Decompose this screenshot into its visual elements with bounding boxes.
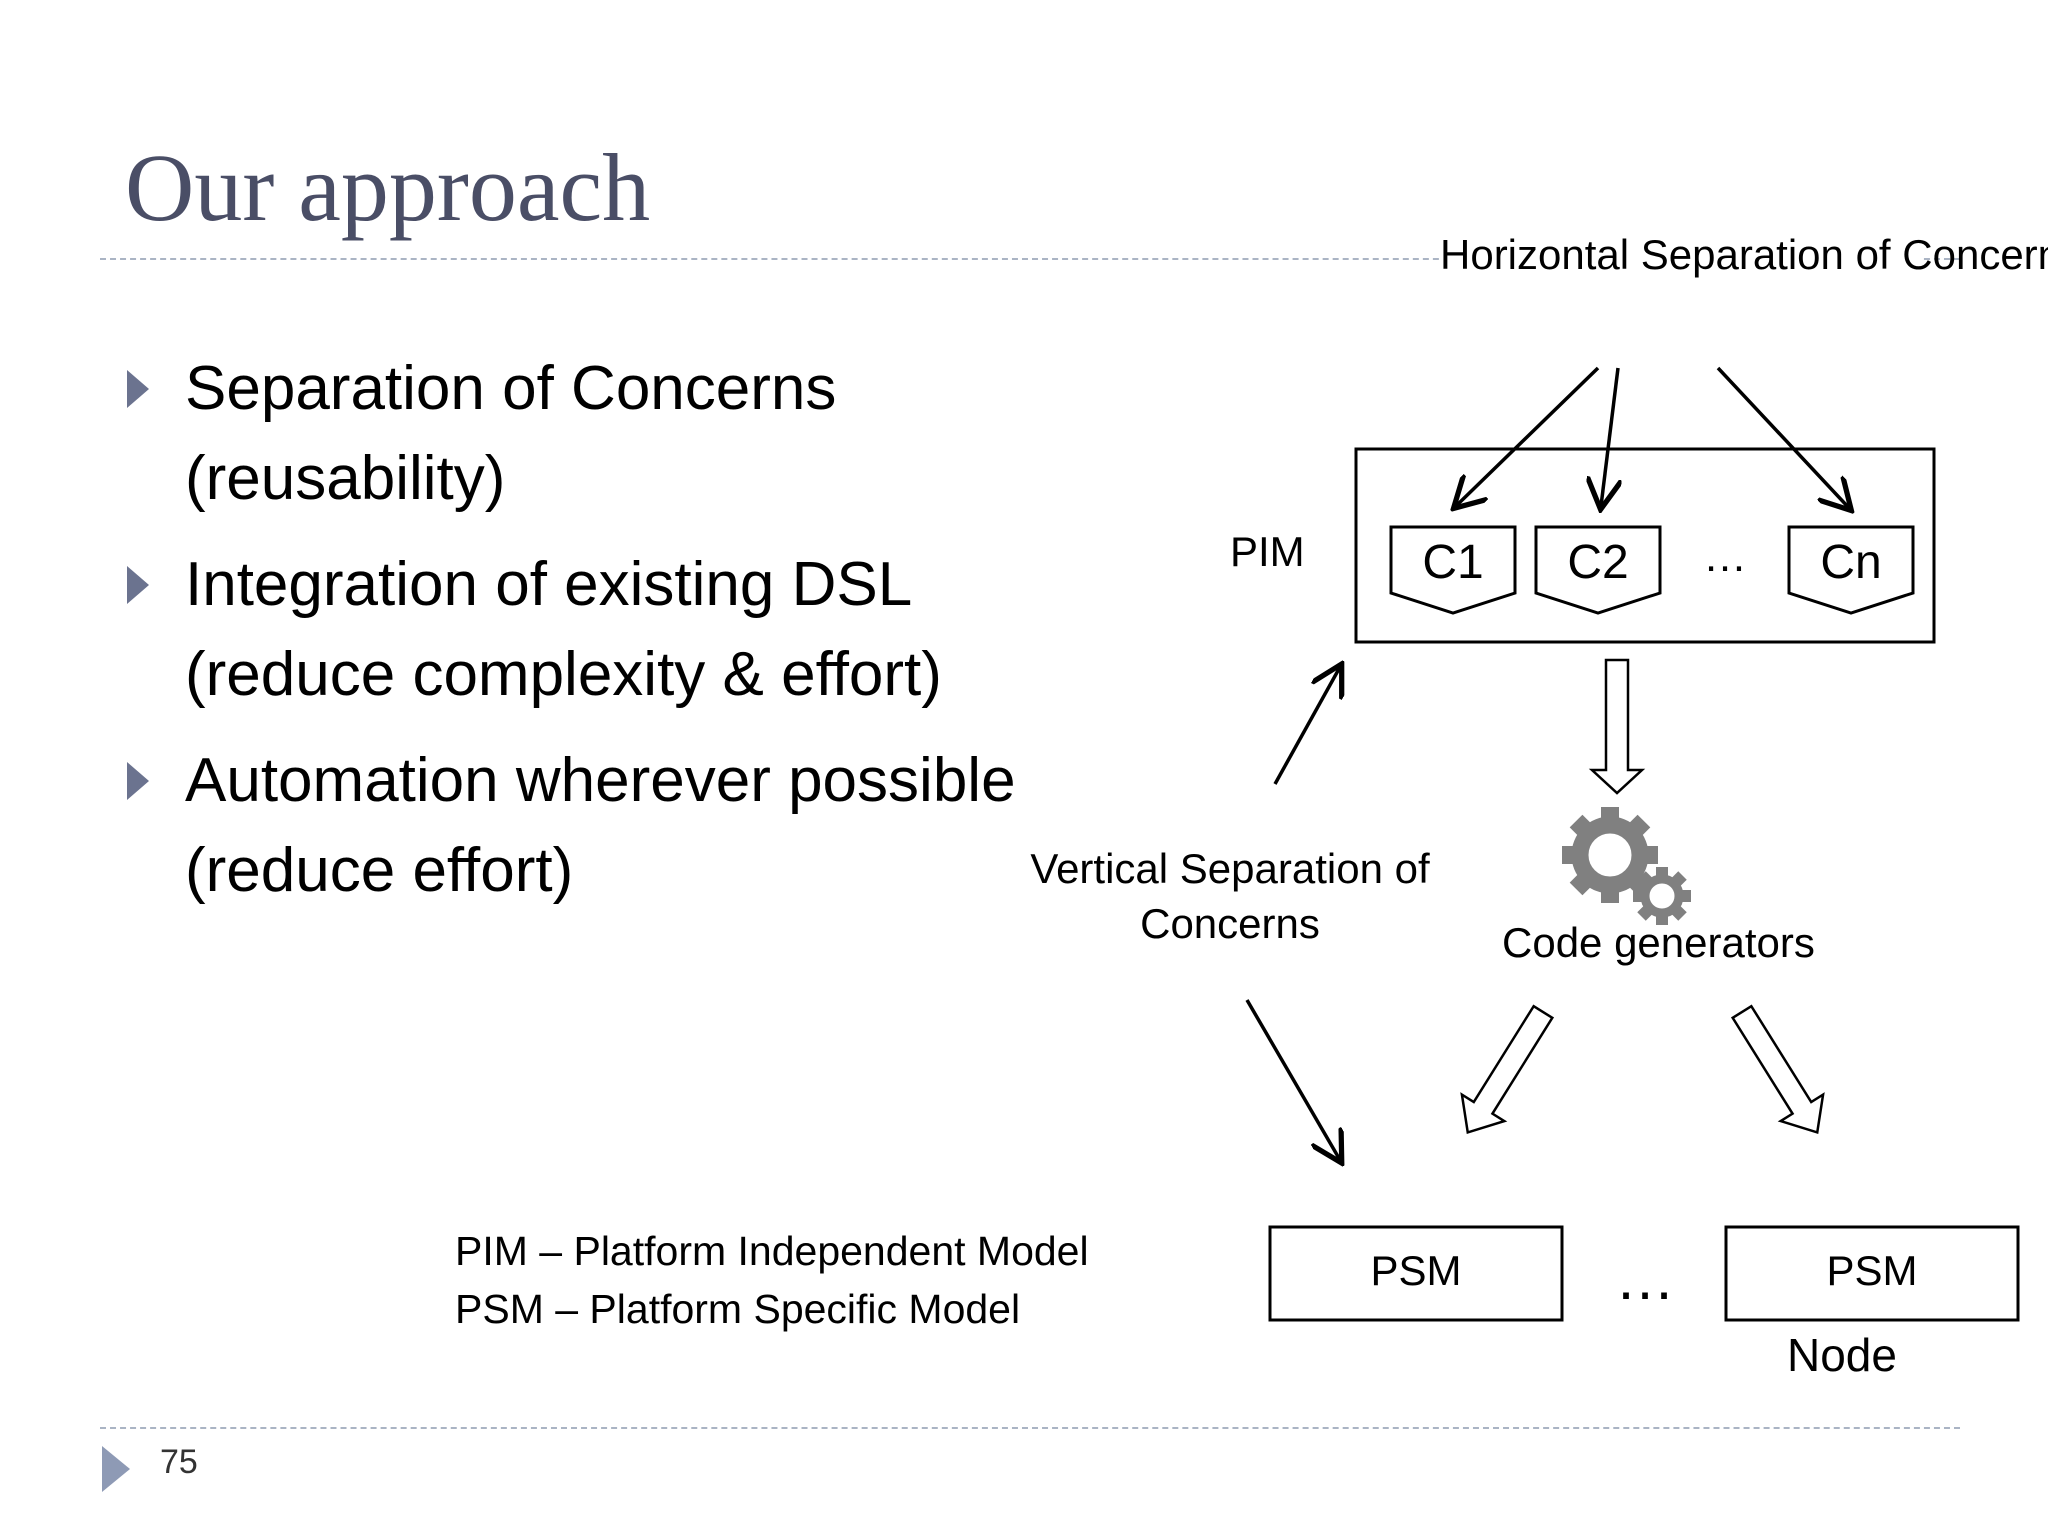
node-label: Node — [1787, 1329, 1897, 1381]
psm-box-right — [1724, 1225, 2020, 1322]
concern-cn-label: Cn — [1820, 536, 1882, 589]
hollow-arrow-to-generators — [1588, 658, 1646, 795]
psm-left-label: PSM — [1370, 1247, 1462, 1294]
arrow-to-c2 — [1601, 367, 1618, 506]
bullet-marker-icon — [127, 566, 149, 604]
concern-c2-shape — [1534, 525, 1662, 615]
hollow-arrow-to-psm-left — [1460, 1004, 1555, 1135]
footer-triangle-icon — [102, 1446, 130, 1492]
bullet-list: Separation of Concerns (reusability) Int… — [125, 344, 1025, 932]
page-number: 75 — [160, 1443, 198, 1481]
arrow-to-cn — [1716, 366, 1849, 508]
concern-c2-label: C2 — [1567, 536, 1629, 589]
pim-label: PIM — [1230, 528, 1305, 575]
bullet-marker-icon — [127, 370, 149, 408]
psm-right-label: PSM — [1826, 1247, 1918, 1294]
bullet-item: Integration of existing DSL (reduce comp… — [125, 540, 1025, 720]
legend-psm: PSM – Platform Specific Model — [455, 1286, 1021, 1332]
concern-cn-shape — [1787, 525, 1915, 615]
vertical-separation-label: Vertical Separation of Concerns — [1030, 845, 1430, 947]
horizontal-separation-label: Horizontal Separation of Concerns — [1440, 228, 2048, 283]
footer-divider — [100, 1427, 1960, 1429]
title-divider — [100, 258, 1960, 260]
concern-c1-label: C1 — [1422, 536, 1484, 589]
concern-c1-shape — [1389, 525, 1517, 615]
psm-box-left — [1268, 1225, 1564, 1322]
gear-icon — [1562, 807, 1691, 925]
bullet-marker-icon — [127, 762, 149, 800]
hollow-arrow-to-psm-right — [1730, 1004, 1825, 1135]
pim-box — [1354, 447, 1936, 644]
arrow-to-c1 — [1456, 366, 1600, 506]
bullet-item: Automation wherever possible (reduce eff… — [125, 736, 1025, 916]
psm-ellipsis: … — [1615, 1245, 1675, 1312]
slide-title: Our approach — [125, 134, 651, 241]
arrow-down-to-psm — [1245, 999, 1340, 1160]
legend-pim: PIM – Platform Independent Model — [455, 1228, 1089, 1274]
concern-ellipsis: … — [1703, 532, 1747, 581]
bullet-item: Separation of Concerns (reusability) — [125, 344, 1025, 524]
arrow-up-to-pim — [1273, 667, 1340, 785]
code-generators-label: Code generators — [1502, 919, 1815, 966]
acronym-legend: PIM – Platform Independent Model PSM – P… — [455, 1222, 1089, 1338]
